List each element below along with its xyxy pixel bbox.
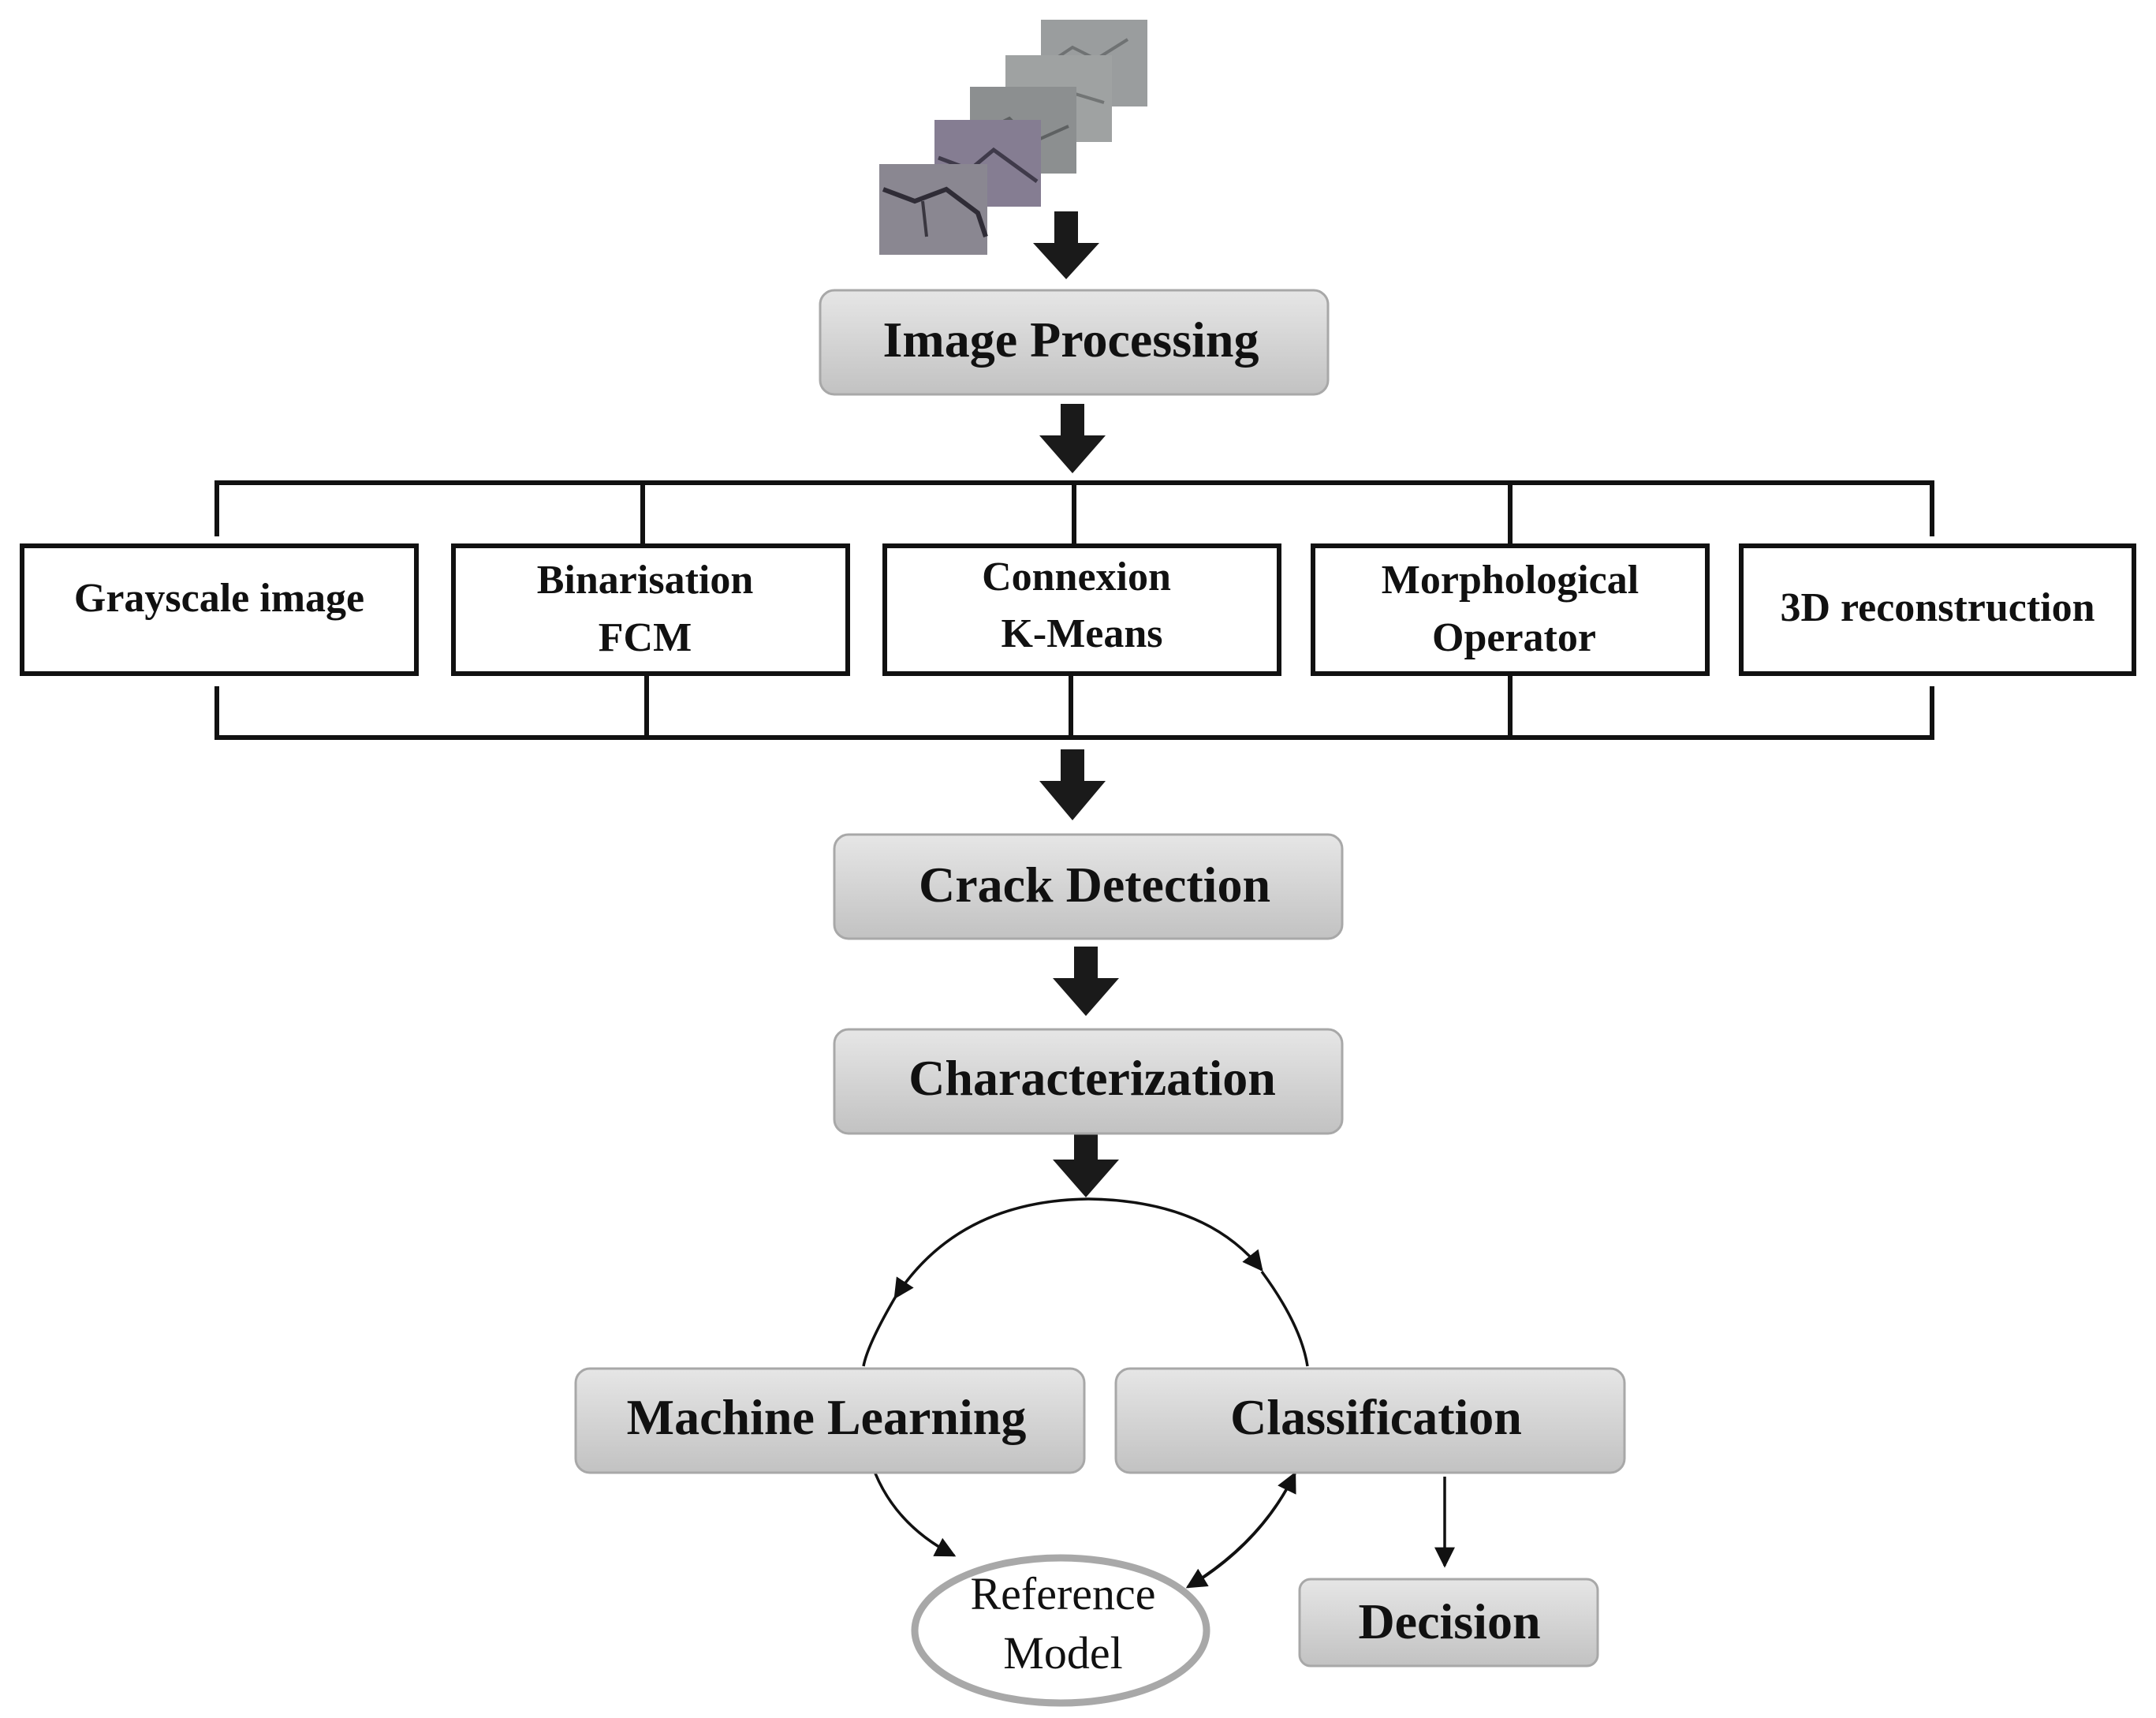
step-label: Classification <box>1230 1389 1522 1445</box>
learning-cycle-arrows <box>862 1197 1455 1589</box>
step-label: Characterization <box>908 1050 1276 1106</box>
arrow-down-icon <box>1053 1130 1119 1197</box>
technique-label: 3D reconstruction <box>1780 585 2094 630</box>
step-label: Image Processing <box>883 312 1259 368</box>
technique-bracket <box>214 480 1934 740</box>
reference-model: Reference Model <box>911 1554 1210 1707</box>
step-decision: Decision <box>1298 1578 1599 1668</box>
block-arrows <box>1033 211 1119 1197</box>
reference-model-label: Reference <box>970 1568 1155 1619</box>
step-crack-detection: Crack Detection <box>833 833 1344 940</box>
arrow-to-machine-learning <box>893 1197 1089 1300</box>
arrow-classification-to-reference-model <box>1185 1473 1296 1589</box>
step-label: Crack Detection <box>919 857 1270 913</box>
pavement-crack-image-stack-icon <box>879 20 1147 255</box>
step-machine-learning: Machine Learning <box>574 1367 1086 1474</box>
arrow-down-icon <box>1033 211 1099 279</box>
step-characterization: Characterization <box>833 1028 1344 1135</box>
technique-label: FCM <box>599 615 692 660</box>
technique-label: Morphological <box>1382 558 1639 603</box>
technique-label: Binarisation <box>537 558 754 603</box>
arrow-down-icon <box>1039 404 1106 473</box>
step-label: Decision <box>1358 1593 1540 1649</box>
technique-morphological-operator: Morphological Operator <box>1311 543 1710 676</box>
technique-label: Operator <box>1432 615 1596 660</box>
technique-label: K-Means <box>1001 611 1162 656</box>
arrow-down-icon <box>1039 749 1106 820</box>
arrow-down-icon <box>1053 947 1119 1016</box>
reference-model-label: Model <box>1003 1627 1122 1679</box>
technique-3d-reconstruction: 3D reconstruction <box>1739 543 2136 676</box>
step-label: Machine Learning <box>627 1389 1027 1445</box>
arrow-ml-to-reference-model <box>874 1473 957 1557</box>
arrow-cycle-return <box>1087 1197 1263 1272</box>
technique-binarisation-fcm: Binarisation FCM <box>451 543 850 676</box>
technique-grayscale-image: Grayscale image <box>20 543 419 676</box>
arc-right-side <box>1260 1270 1309 1367</box>
step-classification: Classification <box>1114 1367 1626 1474</box>
technique-connexion-kmeans: Connexion K-Means <box>882 543 1281 676</box>
step-image-processing: Image Processing <box>819 289 1330 396</box>
technique-label: Connexion <box>982 555 1171 599</box>
technique-label: Grayscale image <box>74 576 364 621</box>
arc-left-side <box>862 1297 897 1367</box>
arrow-reference-model-to-classification <box>1190 1471 1296 1587</box>
